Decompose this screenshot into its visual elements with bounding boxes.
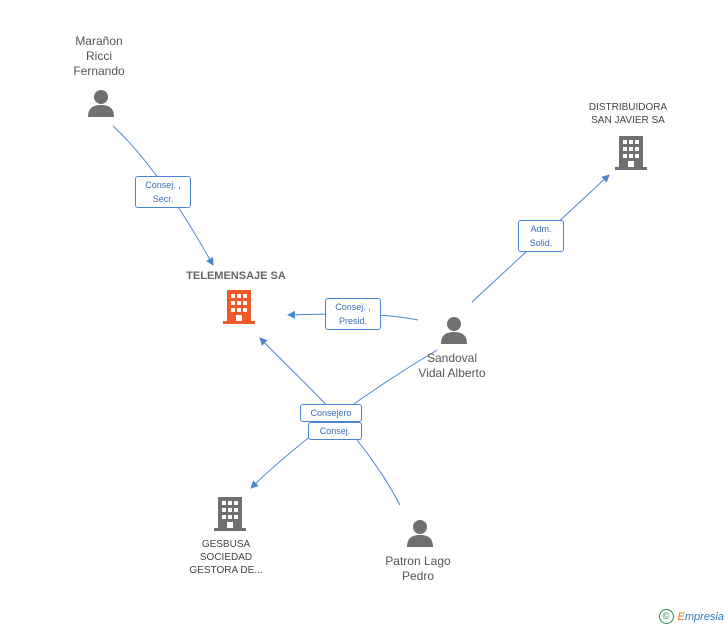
distribuidora-label[interactable]: DISTRIBUIDORA SAN JAVIER SA bbox=[588, 102, 668, 126]
gesbusa-label[interactable]: GESBUSA SOCIEDAD GESTORA DE... bbox=[189, 539, 263, 576]
telemensaje-label[interactable]: TELEMENSAJE SA bbox=[186, 270, 286, 282]
building-icon[interactable] bbox=[223, 290, 255, 324]
edge-label-patron-telemensaje[interactable]: Consejero bbox=[300, 404, 362, 422]
building-icon[interactable] bbox=[214, 497, 246, 531]
patron-label[interactable]: Patron Lago Pedro bbox=[385, 554, 451, 583]
edge-label-sandoval-gesbusa[interactable]: Consej. bbox=[308, 422, 362, 440]
person-icon[interactable] bbox=[405, 518, 435, 548]
maranon-label[interactable]: Marañon Ricci Fernando bbox=[73, 34, 125, 78]
edge-label-maranon-telemensaje[interactable]: Consej. , Secr. bbox=[135, 176, 191, 208]
person-icon[interactable] bbox=[439, 315, 469, 345]
edge-label-sandoval-distribuidora[interactable]: Adm. Solid. bbox=[518, 220, 564, 252]
empresia-logo: Empresia bbox=[677, 610, 724, 623]
sandoval-label[interactable]: Sandoval Vidal Alberto bbox=[418, 351, 486, 380]
copyright-icon: © bbox=[658, 609, 674, 624]
empresia-footer: © Empresia bbox=[658, 609, 724, 624]
edge-label-sandoval-telemensaje[interactable]: Consej. , Presid. bbox=[325, 298, 381, 330]
person-icon[interactable] bbox=[86, 88, 116, 118]
building-icon[interactable] bbox=[615, 136, 647, 170]
